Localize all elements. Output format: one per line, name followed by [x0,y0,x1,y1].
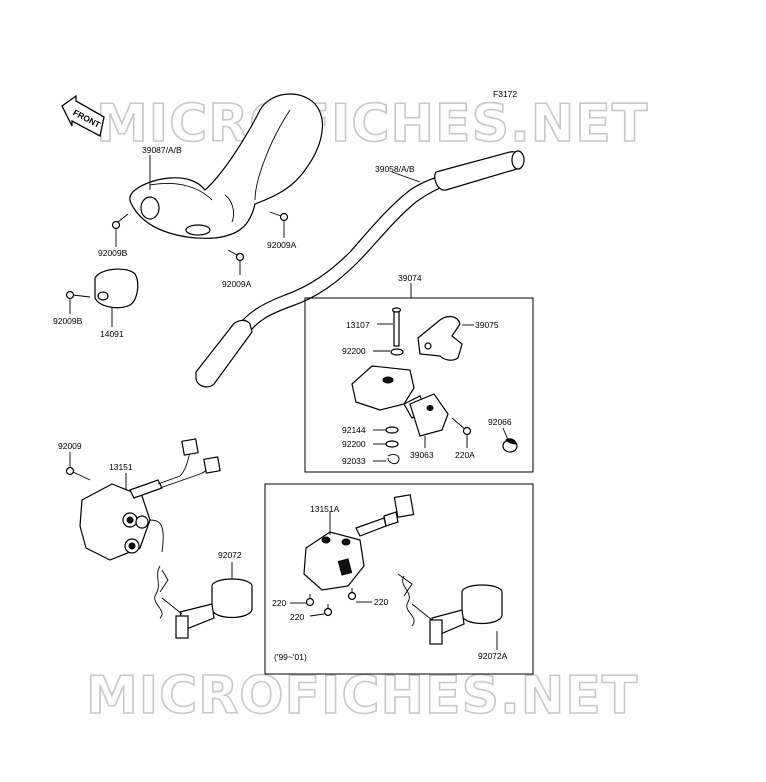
block-39063 [409,393,449,437]
screw-92009a-lower [227,249,245,262]
callout-13107: 13107 [346,320,370,330]
washer-92200-top [390,348,404,356]
callout-92009b-2: 92009B [53,316,83,326]
cap-92066 [502,438,518,453]
washer-92200-bottom [385,440,399,448]
callout-92009a-2: 92009A [222,279,252,289]
bumper-14091 [94,268,139,309]
callout-92009a-1: 92009A [267,240,297,250]
callout-92072: 92072 [218,550,242,560]
screw-220-middle [323,604,333,617]
spring-92144 [385,426,399,434]
screw-92009b-cover [111,213,129,230]
switch-13151a [303,494,415,591]
switch-13151 [79,438,221,561]
figure-code: F3172 [493,89,517,99]
screw-220-left [305,594,315,607]
clamp-92072a [397,573,503,645]
callout-220a: 220A [455,450,475,460]
callout-220-3: 220 [374,597,388,607]
callout-92033: 92033 [342,456,366,466]
callout-39063: 39063 [410,450,434,460]
callout-39087: 39087/A/B [142,145,182,155]
callout-92200-2: 92200 [342,439,366,449]
callout-92144: 92144 [342,425,366,435]
watermark-top: MICROFICHES.NET [96,94,648,154]
screw-92009a-right [269,211,289,222]
screw-92009 [65,466,91,481]
callout-39074: 39074 [398,273,422,283]
screw-220-right [347,588,357,601]
screw-92009b-bumper [65,290,91,300]
watermark-bottom: MICROFICHES.NET [86,666,638,726]
clamp-92072 [154,565,253,639]
pin-13107 [391,307,402,347]
callout-92066: 92066 [488,417,512,427]
front-arrow-icon: FRONT [61,94,105,137]
callout-13151a: 13151A [310,504,340,514]
callout-14091: 14091 [100,329,124,339]
handlebar-39058 [195,150,525,388]
screw-220a [451,417,472,436]
callout-92200-1: 92200 [342,346,366,356]
clip-92033 [387,453,400,465]
callout-39075: 39075 [475,320,499,330]
callout-92009b-1: 92009B [98,248,128,258]
assembly-box-39074 [304,297,534,473]
handlebar-cover-39087 [129,93,324,239]
callout-220-2: 220 [290,612,304,622]
callout-92009: 92009 [58,441,82,451]
year-note: ('99~'01) [274,652,307,662]
callout-92072a: 92072A [478,651,508,661]
callout-39058: 39058/A/B [375,164,415,174]
lever-39075 [417,315,463,361]
callout-220-1: 220 [272,598,286,608]
assembly-box-99-01 [264,483,534,675]
callout-13151: 13151 [109,462,133,472]
